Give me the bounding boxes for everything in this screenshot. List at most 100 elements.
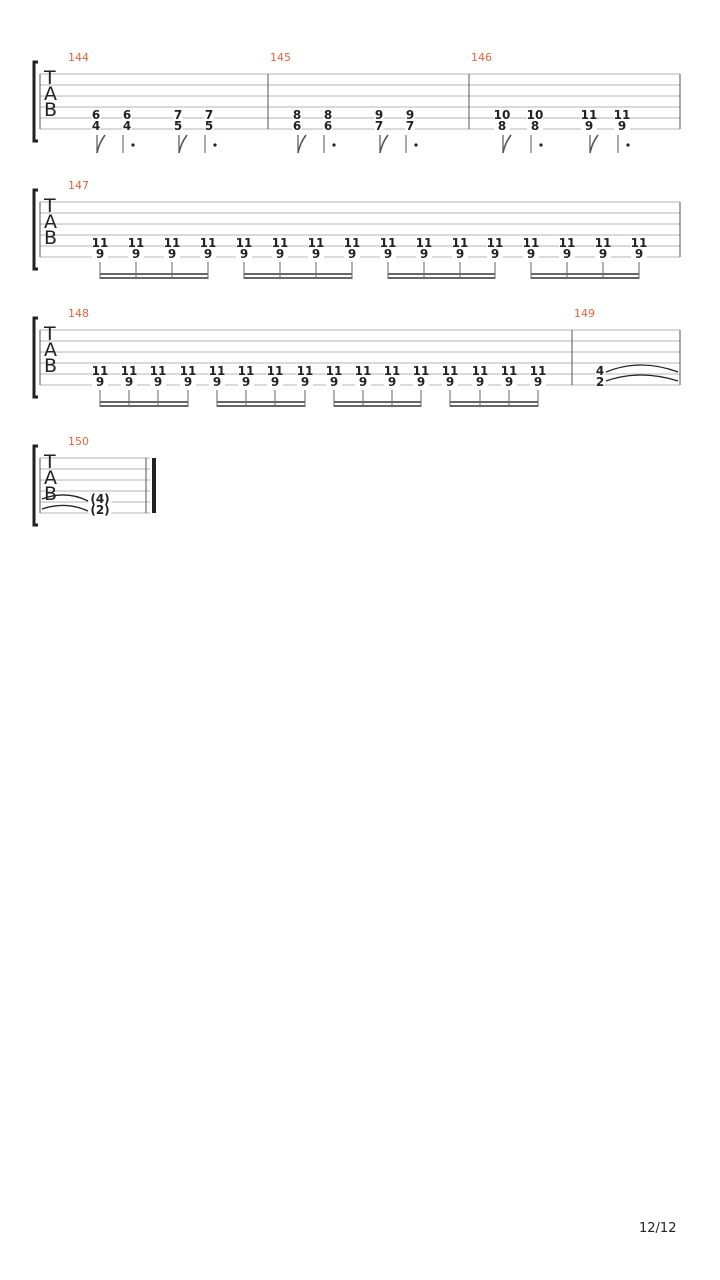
- beam: [100, 405, 188, 407]
- fret-number: 9: [348, 247, 356, 261]
- fret-number: 8: [293, 108, 301, 122]
- fret-number: 11: [384, 364, 401, 378]
- fret-bg: [355, 368, 371, 380]
- fret-number: 7: [174, 108, 182, 122]
- fret-bg: [267, 379, 283, 391]
- fret-number: 6: [92, 108, 100, 122]
- beam: [217, 405, 305, 407]
- measure-number: 145: [270, 51, 291, 64]
- rhythm-dot: [131, 143, 135, 147]
- fret-bg: [267, 368, 283, 380]
- fret-bg: [200, 240, 216, 252]
- fret-bg: [527, 123, 543, 135]
- fret-bg: [326, 379, 342, 391]
- fret-bg: [631, 240, 647, 252]
- fret-bg: [442, 379, 458, 391]
- fret-number: (4): [90, 492, 109, 506]
- tab-clef-letter: A: [44, 211, 57, 233]
- beam: [388, 277, 495, 279]
- fret-bg: [128, 240, 144, 252]
- fret-number: 9: [132, 247, 140, 261]
- fret-number: 9: [240, 247, 248, 261]
- beam: [100, 401, 188, 403]
- fret-bg: [614, 123, 630, 135]
- fret-bg: [595, 251, 611, 263]
- fret-number: 9: [527, 247, 535, 261]
- fret-bg: [452, 251, 468, 263]
- fret-number: 7: [406, 119, 414, 133]
- fret-bg: [595, 379, 605, 391]
- fret-number: 11: [236, 236, 253, 250]
- fret-number: 11: [614, 108, 631, 122]
- beam: [334, 401, 421, 403]
- fret-bg: [204, 112, 214, 124]
- fret-bg: [405, 112, 415, 124]
- tab-clef-letter: A: [44, 339, 57, 361]
- fret-number: 11: [355, 364, 372, 378]
- fret-number: 11: [92, 364, 109, 378]
- fret-bg: [559, 251, 575, 263]
- beam: [531, 277, 639, 279]
- fret-bg: [308, 251, 324, 263]
- fret-number: 4: [123, 119, 131, 133]
- fret-bg: [308, 240, 324, 252]
- fret-number: 11: [530, 364, 547, 378]
- fret-number: 11: [200, 236, 217, 250]
- system-bracket: [32, 188, 38, 271]
- system-bracket: [32, 444, 38, 527]
- fret-bg: [494, 112, 510, 124]
- fret-bg: [631, 251, 647, 263]
- fret-number: 11: [472, 364, 489, 378]
- measure: 150(4)(2): [41, 435, 156, 519]
- fret-number: 9: [384, 247, 392, 261]
- tab-clef-letter: T: [43, 67, 56, 89]
- fret-number: 11: [267, 364, 284, 378]
- fret-number: 9: [96, 375, 104, 389]
- measure-number: 144: [68, 51, 89, 64]
- fret-number: 11: [559, 236, 576, 250]
- measure-number: 147: [68, 179, 89, 192]
- fret-number: 11: [128, 236, 145, 250]
- fret-number: 11: [523, 236, 540, 250]
- fret-number: 7: [375, 119, 383, 133]
- fret-number: 11: [416, 236, 433, 250]
- tab-clef-letter: T: [43, 195, 56, 217]
- fret-bg: [92, 251, 108, 263]
- fret-bg: [326, 368, 342, 380]
- fret-number: 5: [174, 119, 182, 133]
- fret-bg: [501, 379, 517, 391]
- fret-bg: [416, 251, 432, 263]
- tab-clef-letter: B: [44, 227, 57, 249]
- fret-bg: [204, 123, 214, 135]
- fret-bg: [355, 379, 371, 391]
- fret-number: 6: [123, 108, 131, 122]
- fret-bg: [92, 368, 108, 380]
- fret-number: 11: [501, 364, 518, 378]
- tie-arc: [41, 504, 89, 512]
- fret-number: 5: [205, 119, 213, 133]
- fret-number: 11: [631, 236, 648, 250]
- fret-bg: [384, 368, 400, 380]
- fret-number: 9: [417, 375, 425, 389]
- fret-number: 9: [312, 247, 320, 261]
- fret-number: (2): [90, 503, 109, 517]
- eighth-flag: [297, 134, 307, 154]
- fret-bg: [238, 368, 254, 380]
- fret-bg: [472, 379, 488, 391]
- rhythm-dot: [539, 143, 543, 147]
- fret-number: 9: [456, 247, 464, 261]
- fret-number: 9: [618, 119, 626, 133]
- tie-arc: [605, 374, 679, 382]
- fret-number: 9: [184, 375, 192, 389]
- fret-bg: [323, 123, 333, 135]
- tab-clef-letter: B: [44, 483, 57, 505]
- fret-bg: [292, 123, 302, 135]
- fret-number: 11: [121, 364, 138, 378]
- beam: [244, 273, 352, 275]
- tab-system: TAB1471191191191191191191191191191191191…: [32, 179, 681, 279]
- beam: [100, 277, 208, 279]
- fret-number: 9: [446, 375, 454, 389]
